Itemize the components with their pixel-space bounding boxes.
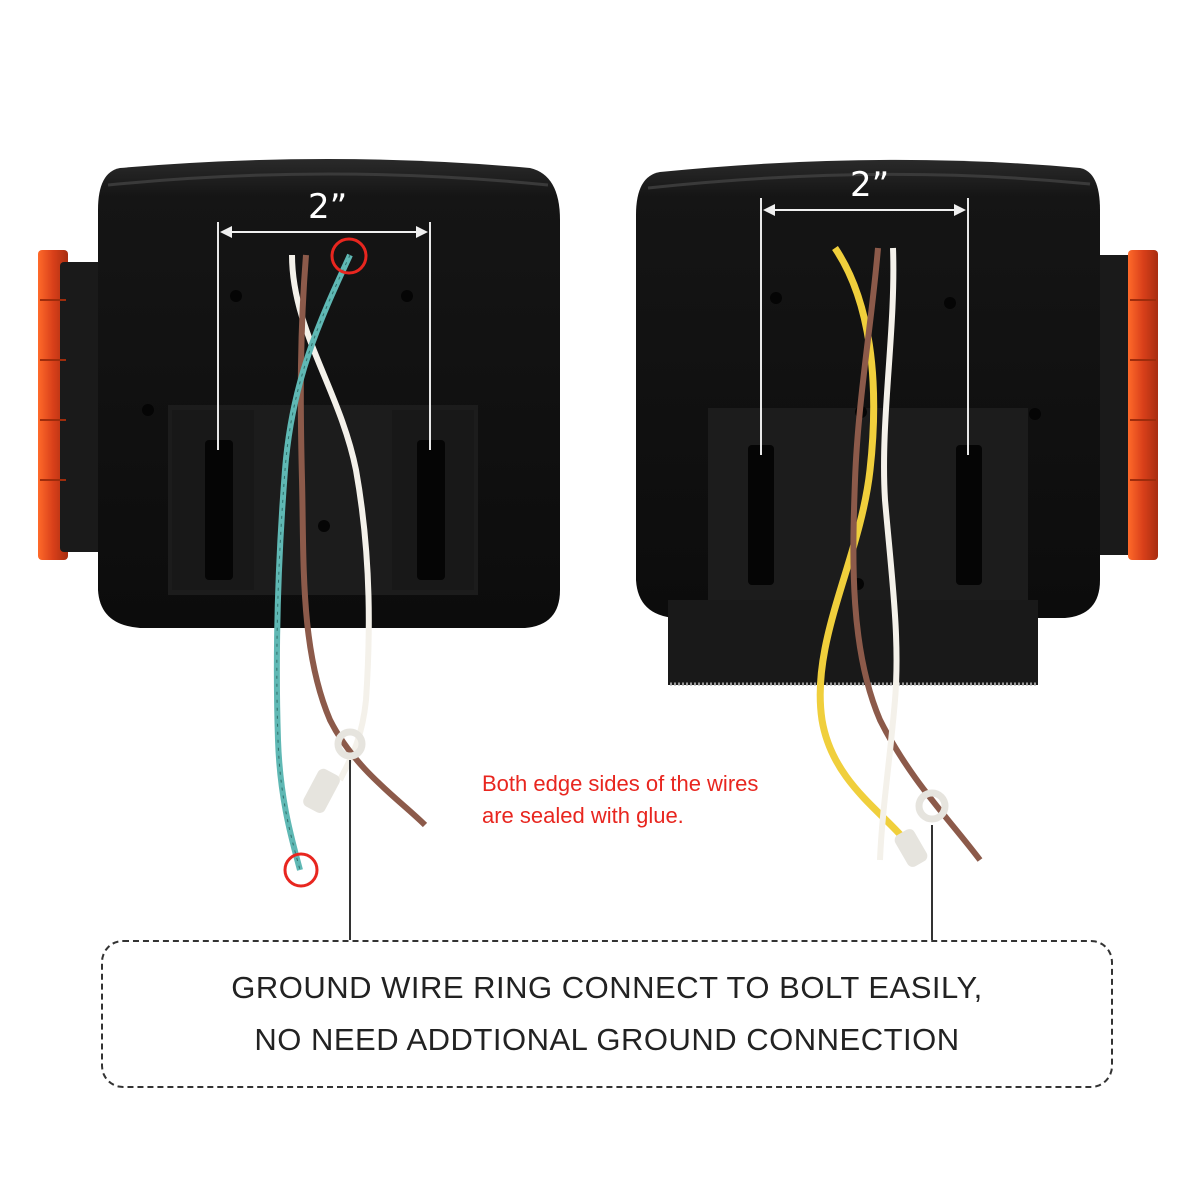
right-dimension-label: 2” xyxy=(850,165,890,205)
left-top-highlight-circle xyxy=(330,237,368,275)
left-mount-slot-1 xyxy=(205,440,233,580)
ground-wire-callout: GROUND WIRE RING CONNECT TO BOLT EASILY,… xyxy=(101,940,1113,1088)
left-brown-wire xyxy=(297,254,428,828)
right-mount-slot-2 xyxy=(956,445,982,585)
right-brown-wire xyxy=(850,247,983,862)
right-white-wire xyxy=(877,247,900,861)
callout-line-1: GROUND WIRE RING CONNECT TO BOLT EASILY, xyxy=(231,970,983,1005)
left-ground-ring xyxy=(334,728,366,760)
callout-line-2: NO NEED ADDTIONAL GROUND CONNECTION xyxy=(254,1022,960,1057)
left-bottom-highlight-circle xyxy=(283,852,319,888)
glue-note-line-2: are sealed with glue. xyxy=(482,803,684,828)
left-dimension-label: 2” xyxy=(308,187,348,227)
glue-note: Both edge sides of the wires are sealed … xyxy=(482,768,842,832)
right-mount-slot-1 xyxy=(748,445,774,585)
left-trailer-light xyxy=(38,159,560,940)
right-trailer-light xyxy=(636,159,1158,940)
left-mount-slot-2 xyxy=(417,440,445,580)
right-side-reflector xyxy=(1128,250,1158,560)
right-ground-ring xyxy=(915,789,949,823)
glue-note-line-1: Both edge sides of the wires xyxy=(482,771,759,796)
